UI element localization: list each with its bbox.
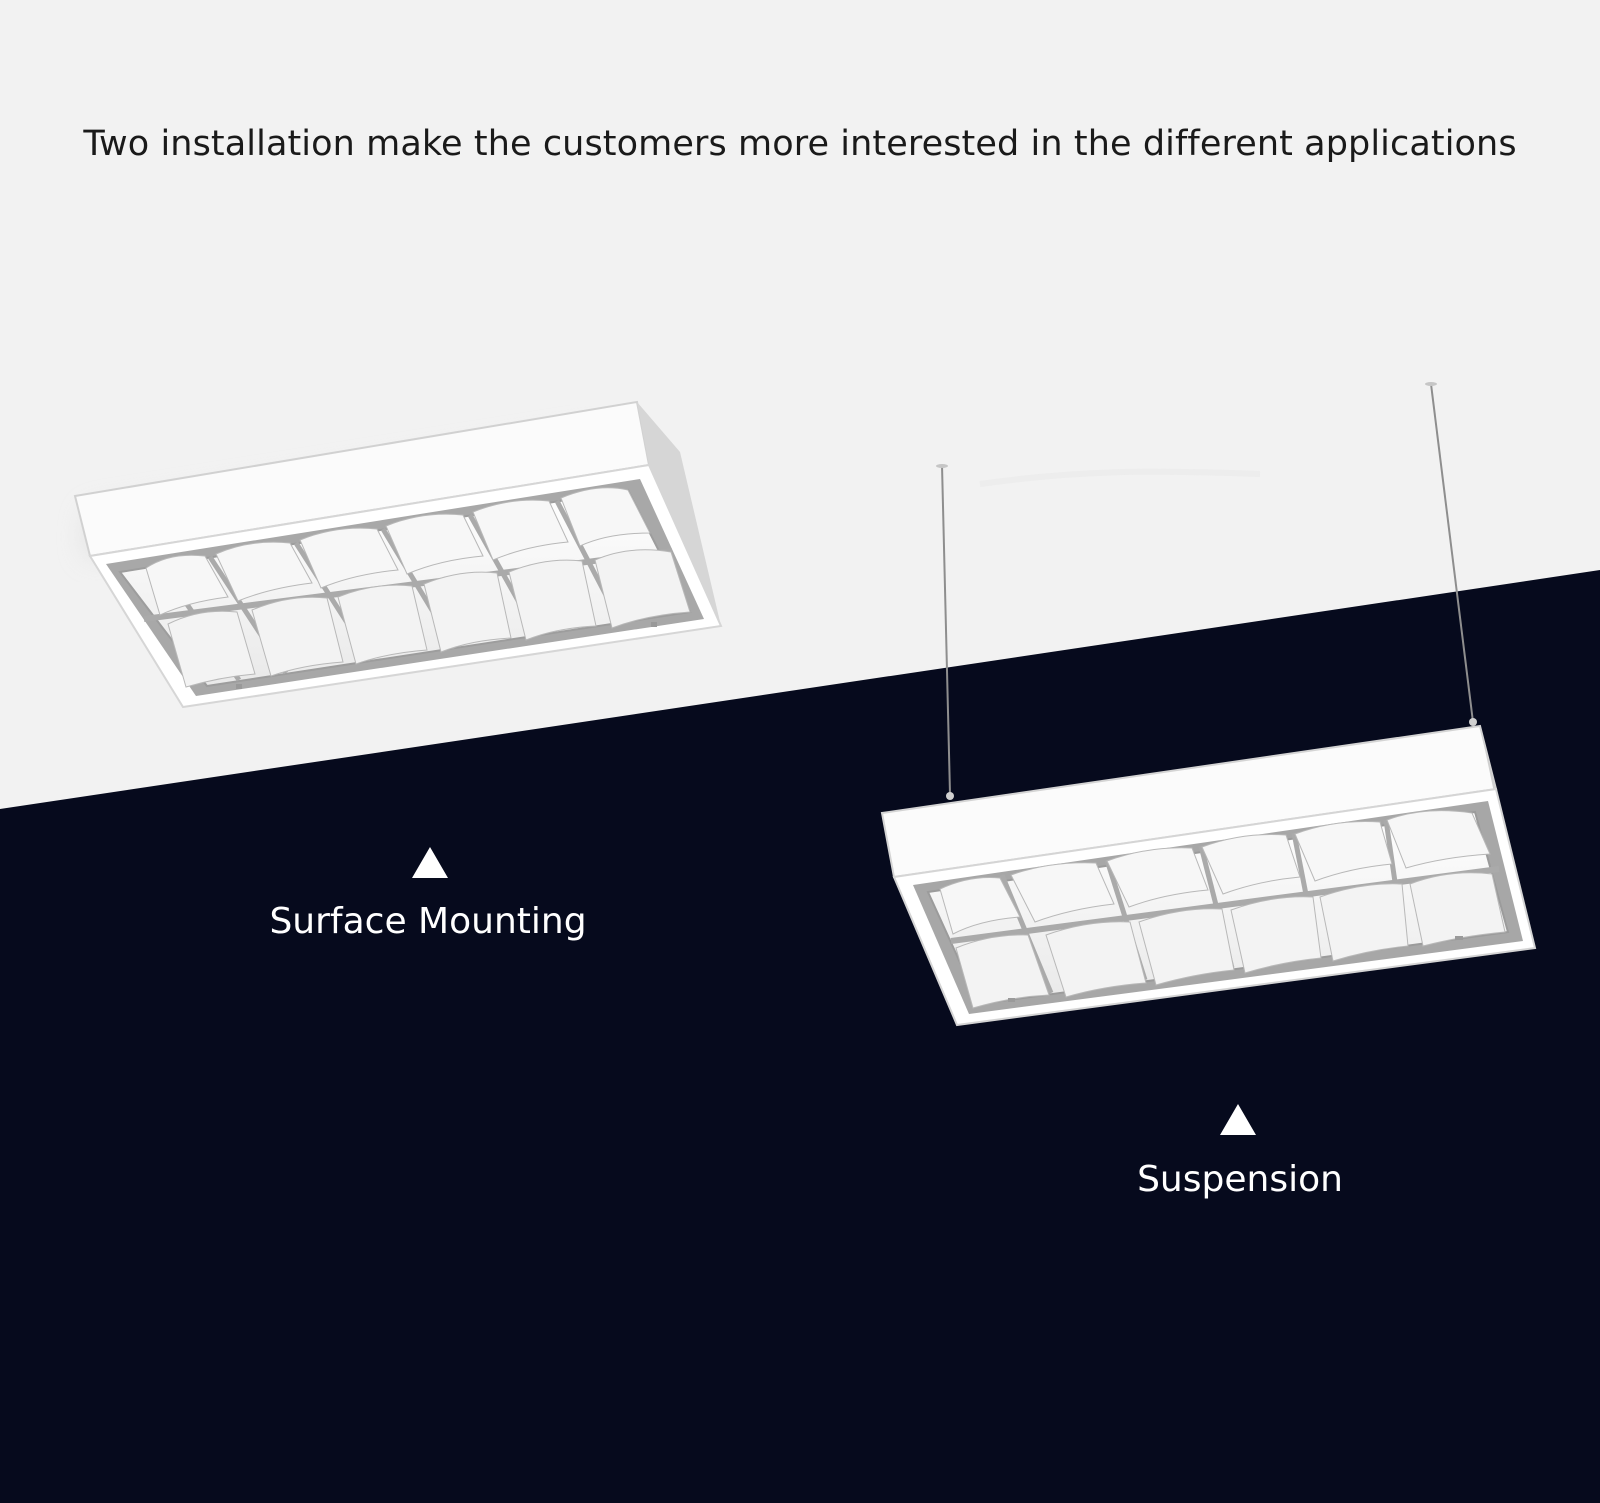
triangle-up-icon — [1220, 1104, 1256, 1135]
suspension-label: Suspension — [1137, 1159, 1343, 1200]
suspended-fixture — [880, 382, 1537, 1027]
triangle-up-icon — [412, 847, 448, 878]
page-headline: Two installation make the customers more… — [83, 124, 1517, 164]
surface-mounting-label: Surface Mounting — [269, 901, 587, 942]
surface-mounted-fixture — [73, 400, 723, 709]
